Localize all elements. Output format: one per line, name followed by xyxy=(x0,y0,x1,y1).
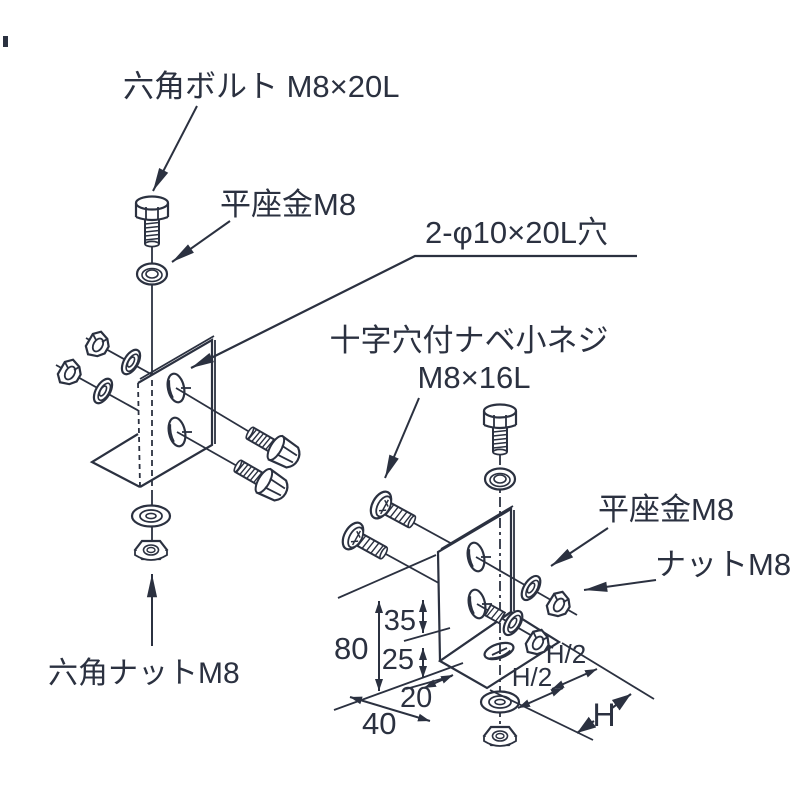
hex-nut-iso-2 xyxy=(56,358,82,386)
dim-80: 80 xyxy=(334,631,368,666)
label-hex-nut-bottom: 六角ナットM8 xyxy=(48,657,240,690)
label-pan-screw-line2: M8×16L xyxy=(418,360,531,395)
leader-hex-bolt xyxy=(152,105,198,192)
dim-35: 35 xyxy=(384,605,416,637)
hex-nut-right-lower xyxy=(524,628,550,656)
dim-h2-upper: H/2 xyxy=(546,639,586,669)
flat-washer-bottom-right xyxy=(479,690,521,714)
screw-tip-protruding xyxy=(483,603,507,625)
dimension-group: 80 35 25 20 40 H/2 H/2 H xyxy=(333,554,655,741)
flat-washer-top-right xyxy=(483,467,517,491)
label-group: 六角ボルト M8×20L 平座金M8 2-φ10×20L穴 十字穴付ナベ小ネジ … xyxy=(48,69,791,690)
hex-bolt-iso-2 xyxy=(233,459,289,502)
flat-washer-bottom-left xyxy=(130,504,172,528)
ext-line-h-upper xyxy=(561,642,655,700)
label-hex-bolt: 六角ボルト M8×20L xyxy=(123,69,400,104)
pan-head-screw-1 xyxy=(369,490,417,529)
tick-mid-1 xyxy=(403,627,451,642)
label-slot-holes: 2-φ10×20L穴 xyxy=(425,215,608,250)
dim-20: 20 xyxy=(400,682,432,714)
leader-pan-screw xyxy=(384,397,420,479)
pan-head-screw-2 xyxy=(341,521,389,560)
hex-nut-right-upper xyxy=(545,590,571,618)
dim-line-40 xyxy=(349,696,431,722)
dim-line-20 xyxy=(423,674,454,689)
ext-line-top xyxy=(337,554,437,599)
flat-washer-right-lower xyxy=(502,609,524,637)
bracket-thickness-left xyxy=(139,335,216,444)
ext-line-h-lower xyxy=(489,689,594,741)
dim-line-h2-upper xyxy=(551,668,598,690)
flat-washer-right-upper xyxy=(520,574,542,602)
dim-40: 40 xyxy=(362,706,396,741)
flat-washer-iso-2 xyxy=(92,377,114,405)
hex-nut-bottom-right xyxy=(482,725,518,747)
hex-bolt-vertical-left xyxy=(134,195,170,248)
dim-line-h-left xyxy=(576,716,597,734)
flat-washer-iso-1 xyxy=(120,348,142,376)
scan-artifact xyxy=(3,36,8,47)
dim-line-h2-lower xyxy=(517,687,564,709)
right-assembly xyxy=(341,403,578,747)
bracket-face-right xyxy=(438,509,511,661)
left-assembly xyxy=(55,195,301,646)
flat-washer-top-left xyxy=(135,262,169,286)
leader-nut-right xyxy=(583,579,657,592)
bracket-base-left xyxy=(89,433,141,488)
bracket-face-left xyxy=(138,340,212,487)
bracket-thickness-right xyxy=(440,505,515,611)
dim-line-h-right xyxy=(611,693,632,711)
hex-bolt-iso-1 xyxy=(245,426,301,469)
label-nut-right: ナットM8 xyxy=(655,547,791,582)
leader-flat-washer-right xyxy=(550,527,609,567)
leader-slot-holes xyxy=(190,254,637,369)
label-flat-washer-right: 平座金M8 xyxy=(598,492,734,527)
hex-nut-bottom-left xyxy=(133,539,169,561)
dim-h: H xyxy=(592,697,615,733)
dim-25: 25 xyxy=(382,644,414,676)
dim-h2-lower: H/2 xyxy=(512,662,552,692)
hex-bolt-vertical-right xyxy=(482,403,518,456)
label-flat-washer-left: 平座金M8 xyxy=(220,187,356,222)
leader-flat-washer-left xyxy=(171,220,231,263)
hex-nut-iso-1 xyxy=(84,330,110,358)
label-pan-screw-line1: 十字穴付ナベ小ネジ xyxy=(330,323,609,358)
